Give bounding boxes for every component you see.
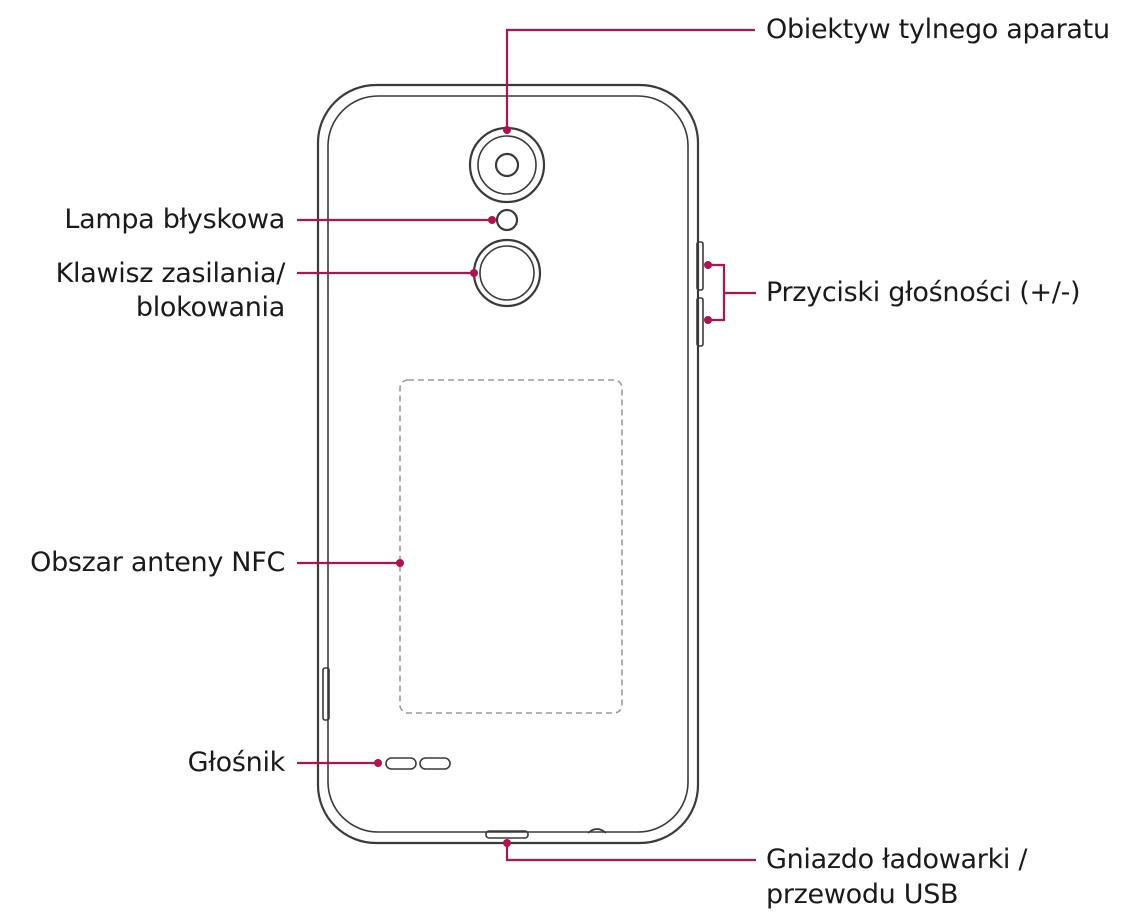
phone-body-inner [327,95,689,833]
leader-dot-flash [488,216,496,224]
label-charger-port-line2: przewodu USB [766,879,959,910]
leader-dot-speaker [374,759,382,767]
phone-body-outer [316,83,700,845]
leader-dot-volume-down [704,316,712,324]
speaker-slot-left [385,757,417,770]
volume-up-button [696,241,704,291]
power-key-inner [479,245,535,301]
label-volume-keys: Przyciski głośności (+/-) [766,277,1081,308]
leader-dot-charger-port [503,839,511,847]
label-power-key-line1: Klawisz zasilania/ [55,258,286,289]
label-charger-port-line1: Gniazdo ładowarki / [766,844,1028,875]
camera-lens-inner [494,152,520,178]
microphone-hole [587,828,607,834]
label-speaker: Głośnik [187,747,286,778]
leader-dot-nfc [396,559,404,567]
camera-lens-outer [468,126,546,204]
nfc-antenna-area [399,379,623,714]
flash-icon [495,208,519,232]
camera-lens-middle [477,135,537,195]
leader-dot-volume-up [704,261,712,269]
label-nfc-area: Obszar anteny NFC [30,547,285,578]
leader-dot-power-key [470,269,478,277]
leader-volume-bracket [708,263,726,322]
leader-dot-rear-camera [503,126,511,134]
label-flash: Lampa błyskowa [64,204,285,235]
label-power-key-line2: blokowania [135,292,285,323]
label-rear-camera: Obiektyw tylnego aparatu [766,14,1110,45]
volume-down-button [696,297,704,347]
charger-port [485,830,529,839]
leader-rear-camera [505,28,755,130]
side-slot [322,667,330,721]
power-key-outer [472,238,542,308]
leader-charger-port [505,843,756,862]
speaker-slot-right [419,757,451,770]
